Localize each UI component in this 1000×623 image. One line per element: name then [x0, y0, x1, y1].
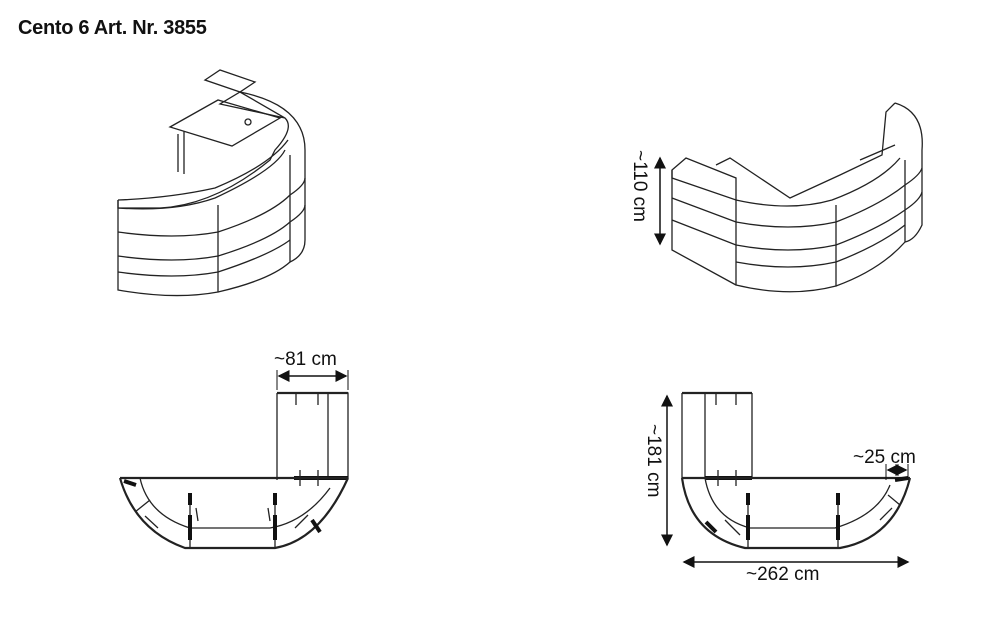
plan-view-left	[118, 391, 350, 550]
width-small-dimension: ~81 cm	[274, 349, 349, 390]
height-dimension: ~110 cm	[629, 150, 666, 246]
height-label: ~110 cm	[629, 150, 650, 222]
isometric-view-right	[671, 102, 923, 293]
width-small-label: ~81 cm	[274, 349, 337, 370]
isometric-view-left	[117, 69, 306, 297]
edge-label: ~25 cm	[853, 447, 916, 468]
width-total-label: ~262 cm	[746, 564, 819, 585]
width-total-dimension: ~262 cm	[682, 556, 910, 585]
plan-view-right	[680, 391, 912, 550]
edge-dimension: ~25 cm	[853, 447, 916, 480]
product-title: Cento 6 Art. Nr. 3855	[18, 17, 207, 39]
depth-label: ~181 cm	[643, 424, 664, 497]
depth-dimension: ~181 cm	[643, 394, 673, 547]
